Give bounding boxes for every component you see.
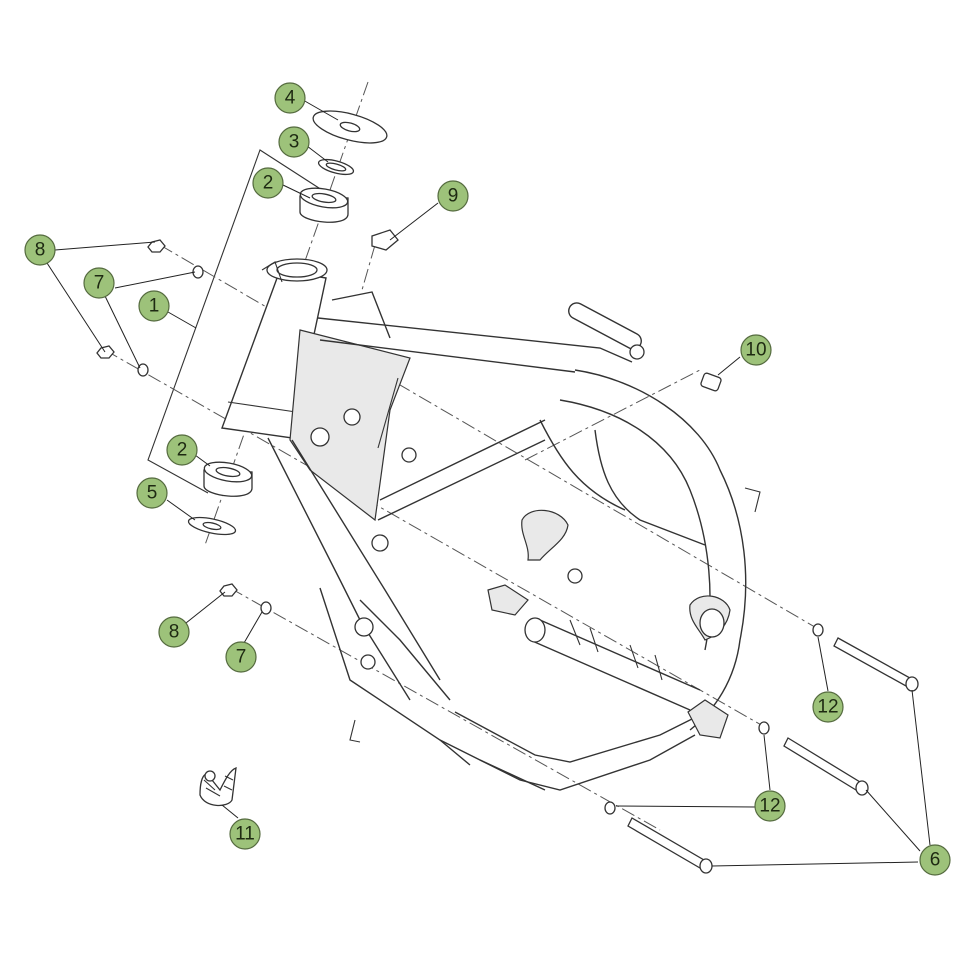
svg-text:7: 7 <box>94 273 105 294</box>
callout-9: 9 <box>437 180 469 212</box>
lower-washer-part <box>187 516 237 536</box>
callout-8-upper: 8 <box>24 234 56 266</box>
callout-2-upper: 2 <box>252 167 284 199</box>
callout-1: 1 <box>138 290 170 322</box>
callout-12-upper: 12 <box>812 691 844 723</box>
callout-6: 6 <box>919 844 951 876</box>
bracket-line <box>147 149 323 494</box>
leader-lines <box>46 99 931 867</box>
svg-text:11: 11 <box>235 824 255 845</box>
bushing-part <box>700 372 722 392</box>
svg-text:8: 8 <box>35 240 46 261</box>
long-bolts <box>627 637 919 874</box>
callout-3: 3 <box>278 126 310 158</box>
hose-clamp-part <box>199 767 237 807</box>
callout-10: 10 <box>740 334 772 366</box>
callout-5: 5 <box>136 477 168 509</box>
svg-text:3: 3 <box>289 132 300 153</box>
callout-7-upper: 7 <box>83 267 115 299</box>
nuts-and-washers <box>96 239 272 615</box>
callout-7-lower: 7 <box>225 641 257 673</box>
svg-text:12: 12 <box>759 796 780 817</box>
svg-text:8: 8 <box>169 622 180 643</box>
svg-text:6: 6 <box>930 850 941 871</box>
svg-text:2: 2 <box>177 440 188 461</box>
callout-4: 4 <box>274 82 306 114</box>
svg-text:10: 10 <box>745 340 766 361</box>
svg-text:7: 7 <box>236 647 247 668</box>
bolt-washers <box>604 623 824 815</box>
svg-text:5: 5 <box>147 483 158 504</box>
motorcycle-frame <box>221 258 761 791</box>
upper-bearing-part <box>299 187 349 223</box>
dust-washer-part <box>312 110 388 144</box>
callout-11: 11 <box>229 818 261 850</box>
callout-12-lower: 12 <box>754 790 786 822</box>
svg-text:4: 4 <box>285 88 296 109</box>
callout-2-lower: 2 <box>166 434 198 466</box>
lower-bearing-part <box>203 461 253 497</box>
callout-8-lower: 8 <box>158 616 190 648</box>
clip-part <box>371 229 399 251</box>
svg-text:1: 1 <box>149 296 160 317</box>
svg-text:2: 2 <box>263 173 274 194</box>
svg-text:9: 9 <box>448 186 459 207</box>
svg-text:12: 12 <box>817 697 838 718</box>
spacer-ring-part <box>317 158 355 176</box>
